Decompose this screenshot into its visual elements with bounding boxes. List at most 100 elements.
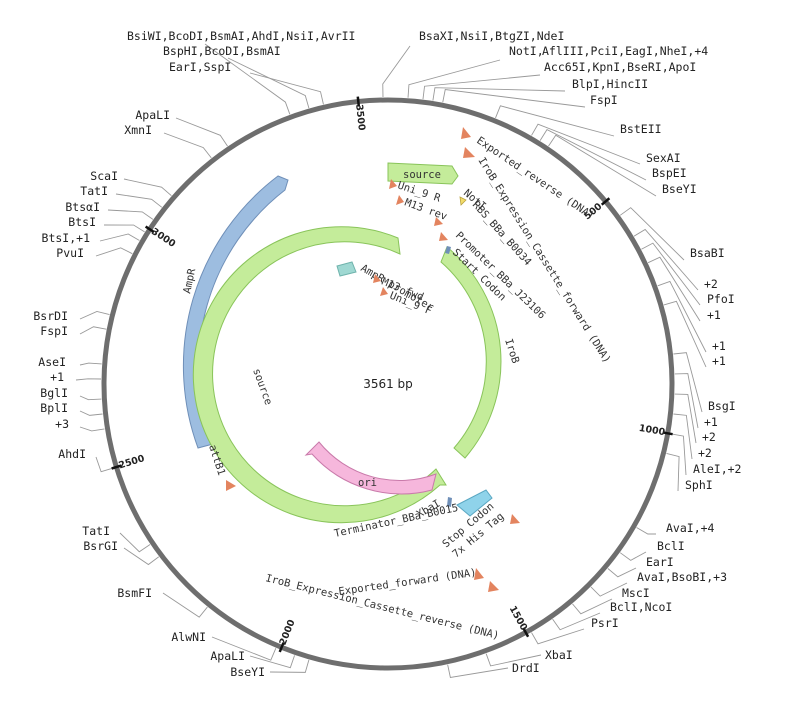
rbs-marker-icon[interactable] — [434, 217, 443, 226]
plasmid-size-label: 3561 bp — [363, 377, 413, 391]
enzyme-leader — [75, 378, 102, 381]
enzyme-label[interactable]: BlpI,HincII — [572, 77, 648, 91]
enzyme-label[interactable]: DrdI — [512, 661, 540, 675]
enzyme-label[interactable]: AvaI,BsoBI,+3 — [637, 570, 727, 584]
enzyme-leader — [107, 209, 154, 220]
source-inner-feature[interactable] — [192, 226, 447, 524]
enzyme-label[interactable]: BseYI — [230, 665, 265, 679]
enzyme-label[interactable]: AseI — [38, 355, 66, 369]
enzyme-label[interactable]: +1 — [712, 354, 726, 368]
enzyme-label[interactable]: BsiWI,BcoDI,BsmAI,AhdI,NsiI,AvrII — [127, 29, 355, 43]
enzyme-label[interactable]: BtsαI — [65, 200, 100, 214]
position-tick — [278, 642, 285, 653]
enzyme-label[interactable]: FspI — [590, 93, 618, 107]
enzyme-label[interactable]: BsaBI — [690, 246, 725, 260]
enzyme-leader — [663, 300, 707, 368]
enzyme-label[interactable]: +1 — [50, 370, 64, 384]
uni9r-primer-icon[interactable] — [389, 179, 397, 189]
enzyme-label[interactable]: BtsI — [68, 215, 96, 229]
position-tick-label: 1000 — [638, 423, 666, 438]
enzyme-label[interactable]: BspEI — [652, 166, 687, 180]
enzyme-label[interactable]: BspHI,BcoDI,BsmAI — [163, 44, 281, 58]
m13rev-primer-icon[interactable] — [396, 195, 404, 205]
enzyme-leader — [227, 57, 310, 109]
enzyme-label[interactable]: FspI — [40, 324, 68, 338]
position-tick — [356, 96, 361, 107]
enzyme-leader — [647, 256, 701, 322]
promoter-marker-icon[interactable] — [439, 232, 448, 241]
enzyme-label[interactable]: BtsI,+1 — [42, 231, 91, 245]
stop-codon-feature[interactable] — [456, 489, 493, 517]
enzyme-label[interactable]: SphI — [685, 478, 713, 492]
start-codon-marker-icon[interactable] — [445, 246, 451, 254]
enzyme-leader — [211, 636, 277, 661]
enzyme-label[interactable]: BsrGI — [83, 539, 118, 553]
attb1-marker-icon[interactable] — [226, 480, 236, 491]
enzyme-leader — [657, 280, 707, 353]
enzyme-leader — [407, 59, 501, 98]
enzyme-label[interactable]: BsgI — [708, 399, 736, 413]
notI-marker-icon[interactable] — [459, 196, 467, 206]
enzyme-label[interactable]: BstEII — [620, 122, 662, 136]
enzyme-leader — [531, 123, 641, 165]
ori-label: ori — [358, 477, 377, 489]
enzyme-label[interactable]: AleI,+2 — [693, 462, 741, 476]
enzyme-label[interactable]: MscI — [622, 586, 650, 600]
enzyme-label[interactable]: ApaLI — [210, 649, 245, 663]
exported-forward-primer-icon[interactable] — [474, 568, 484, 580]
enzyme-label[interactable]: ScaI — [90, 169, 118, 183]
enzyme-label[interactable]: BsmFI — [117, 586, 152, 600]
position-tick — [522, 627, 530, 638]
enzyme-label[interactable]: BglI — [40, 386, 68, 400]
uni9f-primer-icon[interactable] — [380, 287, 388, 296]
enzyme-leader — [590, 582, 628, 597]
enzyme-label[interactable]: EarI,SspI — [169, 60, 231, 74]
enzyme-label[interactable]: +1 — [704, 415, 718, 429]
position-tick-label: 2000 — [278, 618, 298, 647]
enzyme-label[interactable]: AflIII,PciI,EagI,NheI,+4 — [542, 44, 708, 58]
enzyme-label[interactable]: +2 — [698, 446, 712, 460]
enzyme-label[interactable]: TatI — [80, 184, 108, 198]
enzyme-label[interactable]: SexAI — [646, 151, 681, 165]
enzyme-label[interactable]: BsrDI — [33, 309, 68, 323]
enzyme-label[interactable]: PfoI — [707, 292, 735, 306]
irob-cassette-forward-primer-icon[interactable] — [463, 147, 475, 158]
ampr-promoter-feature[interactable] — [336, 261, 357, 277]
enzyme-label[interactable]: +2 — [702, 430, 716, 444]
enzyme-label[interactable]: BseYI — [662, 182, 697, 196]
enzyme-label[interactable]: Acc65I,KpnI,BseRI,ApoI — [544, 60, 696, 74]
enzyme-label[interactable]: PsrI — [591, 616, 619, 630]
enzyme-label[interactable]: EarI — [646, 555, 674, 569]
enzyme-label[interactable]: BclI,NcoI — [610, 600, 672, 614]
xbai-feature-marker-icon[interactable] — [510, 514, 520, 524]
enzyme-leader — [666, 452, 680, 492]
enzyme-label[interactable]: XmnI — [124, 123, 152, 137]
enzyme-label[interactable]: TatI — [82, 524, 110, 538]
m13fwd-primer-icon[interactable] — [373, 274, 381, 283]
enzyme-leader — [442, 89, 586, 108]
enzyme-label[interactable]: ApaLI — [135, 108, 170, 122]
enzyme-label[interactable]: XbaI — [545, 648, 573, 662]
enzyme-label[interactable]: BsaXI,NsiI,BtgZI,NdeI — [419, 29, 564, 43]
ori-feature[interactable] — [304, 441, 437, 495]
position-tick-label: 1500 — [507, 604, 530, 633]
enzyme-label[interactable]: +1 — [707, 308, 721, 322]
enzyme-label[interactable]: BplI — [40, 401, 68, 415]
enzyme-label[interactable]: BclI — [657, 539, 685, 553]
enzyme-label[interactable]: PvuI — [56, 246, 84, 260]
enzyme-leader — [673, 413, 693, 460]
enzyme-leader — [619, 207, 685, 261]
irob-cassette-reverse-primer-icon[interactable] — [488, 581, 499, 592]
irob-feature[interactable] — [440, 246, 502, 459]
exported-reverse-primer-icon[interactable] — [461, 127, 471, 139]
enzyme-label[interactable]: AlwNI — [171, 630, 206, 644]
enzyme-label[interactable]: +2 — [704, 277, 718, 291]
enzyme-label[interactable]: AhdI — [58, 447, 86, 461]
enzyme-label[interactable]: AvaI,+4 — [666, 521, 715, 535]
source-outer-label: source — [403, 169, 441, 181]
enzyme-label[interactable]: +1 — [712, 339, 726, 353]
terminator-marker-icon[interactable] — [447, 497, 452, 507]
source-outer-feature[interactable] — [387, 162, 459, 185]
enzyme-label[interactable]: NotI, — [509, 44, 544, 58]
enzyme-label[interactable]: +3 — [55, 417, 69, 431]
